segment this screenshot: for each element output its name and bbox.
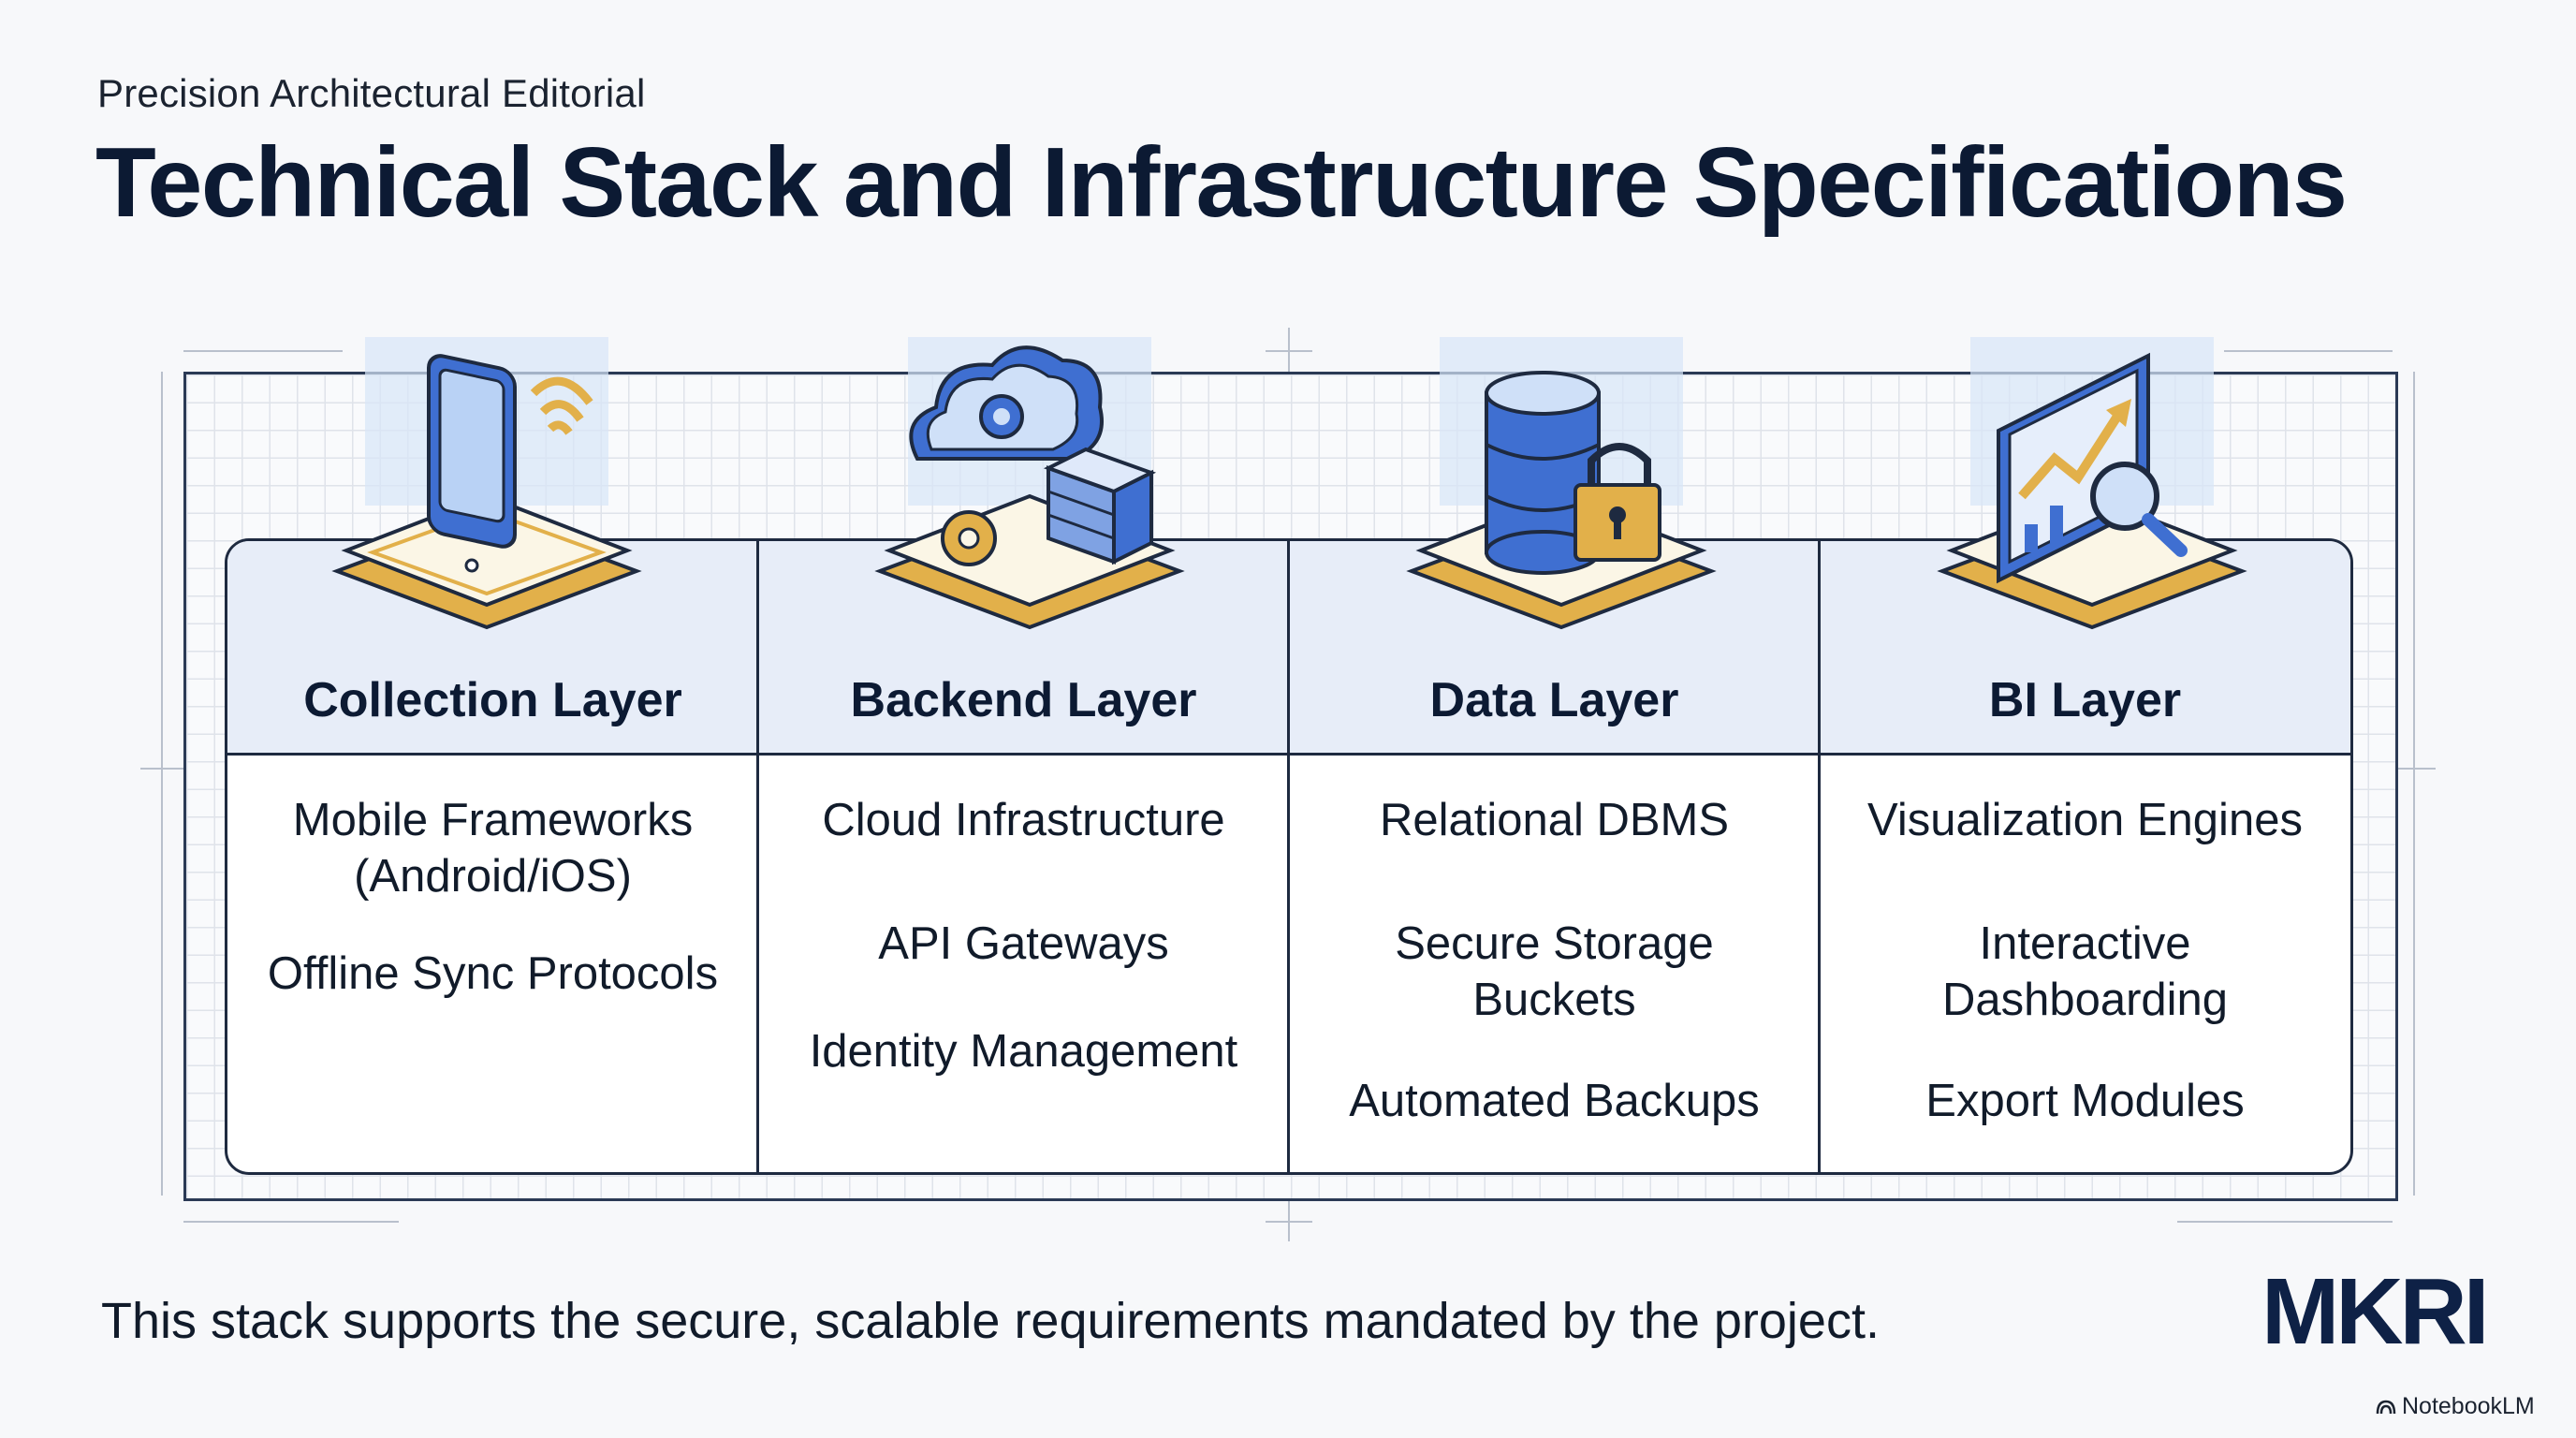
column-divider (1287, 541, 1290, 1172)
list-item: Mobile Frameworks (Android/iOS) (292, 795, 694, 902)
chart-magnifier-icon (1937, 337, 2247, 630)
list-item: Automated Backups (1349, 1076, 1760, 1126)
guide-line-left (161, 372, 163, 1196)
layer-title-collection: Collection Layer (303, 673, 682, 727)
guide-line-bottom (183, 1221, 399, 1223)
guide-line-top (183, 350, 343, 352)
brand-logo: MKRI (2261, 1259, 2490, 1364)
bi-items: Visualization Engines Interactive Dashbo… (1820, 792, 2350, 1172)
database-lock-icon (1406, 337, 1717, 630)
column-divider (756, 541, 759, 1172)
cloud-server-gears-icon (874, 337, 1185, 630)
list-item: Secure Storage Buckets (1395, 918, 1714, 1025)
footer-note: This stack supports the secure, scalable… (101, 1293, 1880, 1349)
list-item: Identity Management (809, 1026, 1238, 1077)
list-item: API Gateways (878, 918, 1169, 969)
list-item: Cloud Infrastructure (822, 795, 1225, 845)
backend-items: Cloud Infrastructure API Gateways Identi… (758, 792, 1289, 1131)
layer-title-bi: BI Layer (1988, 673, 2182, 727)
badge-label: NotebookLM (2402, 1393, 2535, 1419)
list-item: Relational DBMS (1379, 795, 1730, 845)
crosshair-bottom-v (1288, 1200, 1290, 1241)
notebooklm-badge: NotebookLM (2376, 1393, 2535, 1420)
guide-line-right (2413, 372, 2415, 1196)
layer-title-backend: Backend Layer (850, 673, 1197, 727)
layer-title-data: Data Layer (1429, 673, 1679, 727)
guide-line-top-right (2224, 350, 2393, 352)
guide-line-bottom-right (2177, 1221, 2393, 1223)
list-item: Export Modules (1925, 1076, 2245, 1126)
eyebrow-text: Precision Architectural Editorial (97, 71, 646, 115)
list-item: Visualization Engines (1867, 795, 2303, 845)
list-item: Offline Sync Protocols (267, 948, 719, 999)
stack-table: Collection Layer Backend Layer Data Laye… (225, 538, 2353, 1175)
notebooklm-icon (2376, 1400, 2396, 1415)
crosshair-right-h (2393, 768, 2436, 770)
smartphone-wifi-icon (331, 337, 642, 630)
collection-items: Mobile Frameworks (Android/iOS) Offline … (227, 792, 758, 1053)
data-items: Relational DBMS Secure Storage Buckets A… (1289, 792, 1820, 1172)
crosshair-left-h (140, 768, 183, 770)
column-divider (1818, 541, 1821, 1172)
page-title: Technical Stack and Infrastructure Speci… (95, 127, 2348, 238)
crosshair-top-v (1288, 328, 1290, 373)
list-item: Interactive Dashboarding (1941, 918, 2229, 1025)
